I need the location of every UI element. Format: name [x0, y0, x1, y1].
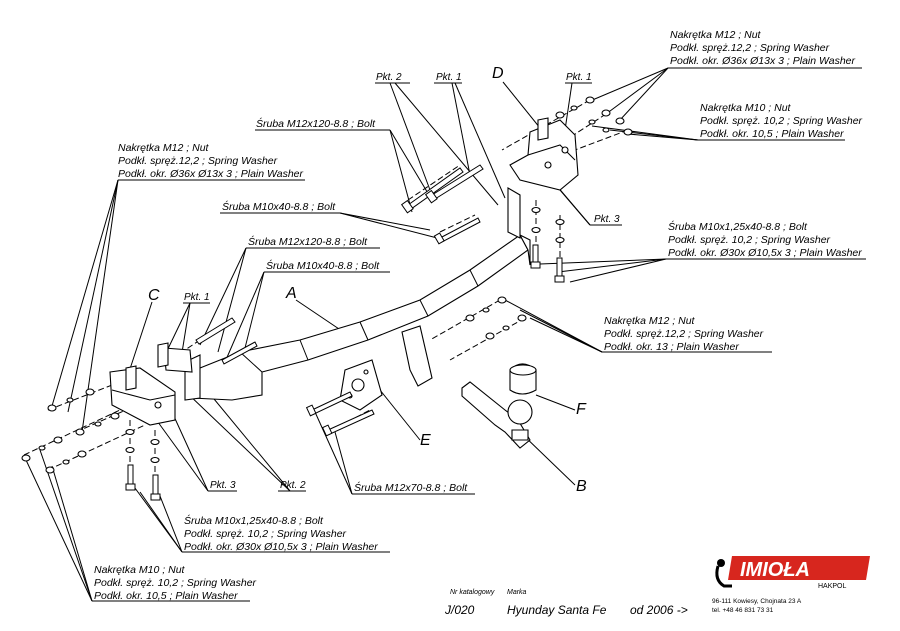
label-bolt-m12x120-mid: Śruba M12x120-8.8 ; Bolt [248, 235, 368, 248]
svg-text:Podkł. spręż. 10,2 ; Spring Wa: Podkł. spręż. 10,2 ; Spring Washer [700, 115, 863, 127]
svg-text:Podkł. okr. Ø30x Ø10,5x 3 ; P: Podkł. okr. Ø30x Ø10,5x 3 ; Plain Washer [668, 247, 862, 259]
company-address: 96-111 Kowiesy, Chojnata 23 A [712, 598, 802, 605]
catalog-caption: Nr katalogowy [450, 589, 495, 596]
svg-text:Podkł. spręż. 10,2 ; Spring Wa: Podkł. spręż. 10,2 ; Spring Washer [668, 234, 831, 246]
svg-text:Nakrętka M10 ; Nut: Nakrętka M10 ; Nut [94, 564, 186, 576]
footer-info: Nr katalogowy Marka J/020 Hyunday Santa … [444, 589, 688, 617]
callout-top-right-nut: Nakrętka M12 ; Nut Podkł. spręż.12,2 ; S… [670, 29, 856, 67]
vehicle-model: Hyunday Santa Fe [507, 603, 607, 617]
svg-text:Podkł. okr. Ø36x Ø13x 3 ; Pla: Podkł. okr. Ø36x Ø13x 3 ; Plain Washer [118, 168, 304, 180]
label-pkt2-left: Pkt. 2 [280, 480, 306, 491]
bolts [125, 164, 565, 501]
callout-bottom-left-bolt: Śruba M10x1,25x40-8.8 ; Bolt Podkł. sprę… [184, 514, 378, 553]
svg-text:Śruba M10x1,25x40-8.8 ; Bolt: Śruba M10x1,25x40-8.8 ; Bolt [668, 220, 808, 233]
label-bolt-m10x40-top: Śruba M10x40-8.8 ; Bolt [222, 200, 336, 213]
logo-sub: HAKPOL [818, 583, 847, 590]
label-pkt1-left: Pkt. 1 [184, 292, 210, 303]
company-phone: tel. +48 46 831 73 31 [712, 607, 774, 614]
main-crossbeam [163, 187, 531, 401]
svg-text:Podkł. spręż.12,2 ; Spring Was: Podkł. spręż.12,2 ; Spring Washer [670, 42, 830, 54]
callout-top-left-nut: Nakrętka M12 ; Nut Podkł. spręż.12,2 ; S… [118, 142, 304, 180]
label-bolt-m10x40-mid: Śruba M10x40-8.8 ; Bolt [266, 259, 380, 272]
leader-lines [25, 67, 866, 602]
letter-f: F [576, 401, 587, 418]
label-pkt1-top: Pkt. 1 [436, 72, 462, 83]
left-mounting-bracket [109, 342, 176, 426]
svg-text:Podkł. okr. 13 ; Plain Washer: Podkł. okr. 13 ; Plain Washer [604, 341, 739, 353]
svg-text:Nakrętka M10 ; Nut: Nakrętka M10 ; Nut [700, 102, 792, 114]
logo-name: IMIOŁA [740, 559, 810, 581]
logo-banner [728, 556, 870, 580]
label-pkt1-right: Pkt. 1 [566, 72, 592, 83]
tow-ball-cover [509, 363, 537, 395]
letter-d: D [492, 65, 504, 82]
svg-text:Podkł. spręż. 10,2 ; Spring Wa: Podkł. spręż. 10,2 ; Spring Washer [184, 528, 347, 540]
svg-text:Podkł. okr. 10,5 ; Plain Washe: Podkł. okr. 10,5 ; Plain Washer [700, 128, 844, 140]
svg-text:Podkł. spręż.12,2 ; Spring Was: Podkł. spręż.12,2 ; Spring Washer [118, 155, 278, 167]
svg-text:Nakrętka M12 ; Nut: Nakrętka M12 ; Nut [670, 29, 762, 41]
catalog-number: J/020 [444, 603, 475, 617]
letter-a: A [285, 285, 297, 302]
towbar-logo-icon [715, 559, 732, 588]
svg-text:Podkł. okr. Ø36x Ø13x 3 ; Pla: Podkł. okr. Ø36x Ø13x 3 ; Plain Washer [670, 55, 856, 67]
svg-text:Podkł. spręż.12,2 ; Spring Was: Podkł. spręż.12,2 ; Spring Washer [604, 328, 764, 340]
label-pkt3-right: Pkt. 3 [594, 214, 620, 225]
nuts-and-washers [21, 96, 633, 474]
label-bolt-m12x120-top: Śruba M12x120-8.8 ; Bolt [256, 117, 376, 130]
right-mounting-bracket [509, 117, 579, 191]
svg-text:Podkł. spręż. 10,2 ; Spring Wa: Podkł. spręż. 10,2 ; Spring Washer [94, 577, 257, 589]
production-since: od 2006 -> [630, 603, 688, 617]
svg-text:Nakrętka M12 ; Nut: Nakrętka M12 ; Nut [118, 142, 210, 154]
svg-text:Podkł. okr. 10,5 ; Plain Washe: Podkł. okr. 10,5 ; Plain Washer [94, 590, 238, 602]
brand-caption: Marka [507, 589, 527, 596]
callout-bottom-left-nut: Nakrętka M10 ; Nut Podkł. spręż. 10,2 ; … [94, 564, 257, 602]
tow-ball-arm [461, 381, 533, 449]
callout-right-bolt-m10: Śruba M10x1,25x40-8.8 ; Bolt Podkł. sprę… [668, 220, 862, 259]
imiola-logo: IMIOŁA HAKPOL 96-111 Kowiesy, Chojnata 2… [712, 556, 870, 614]
letter-c: C [148, 287, 160, 304]
label-pkt2-top: Pkt. 2 [376, 72, 402, 83]
label-pkt3-left: Pkt. 3 [210, 480, 236, 491]
svg-text:Podkł. okr. Ø30x Ø10,5x 3 ; P: Podkł. okr. Ø30x Ø10,5x 3 ; Plain Washer [184, 541, 378, 553]
letter-b: B [576, 478, 587, 495]
label-bolt-m12x70: Śruba M12x70-8.8 ; Bolt [354, 481, 468, 494]
svg-text:Śruba M10x1,25x40-8.8 ; Bolt: Śruba M10x1,25x40-8.8 ; Bolt [184, 514, 324, 527]
callout-right-nut-m10: Nakrętka M10 ; Nut Podkł. spręż. 10,2 ; … [700, 102, 863, 140]
callout-mid-right-nut: Nakrętka M12 ; Nut Podkł. spręż.12,2 ; S… [604, 315, 764, 353]
letter-e: E [420, 432, 431, 449]
svg-text:Nakrętka M12 ; Nut: Nakrętka M12 ; Nut [604, 315, 696, 327]
